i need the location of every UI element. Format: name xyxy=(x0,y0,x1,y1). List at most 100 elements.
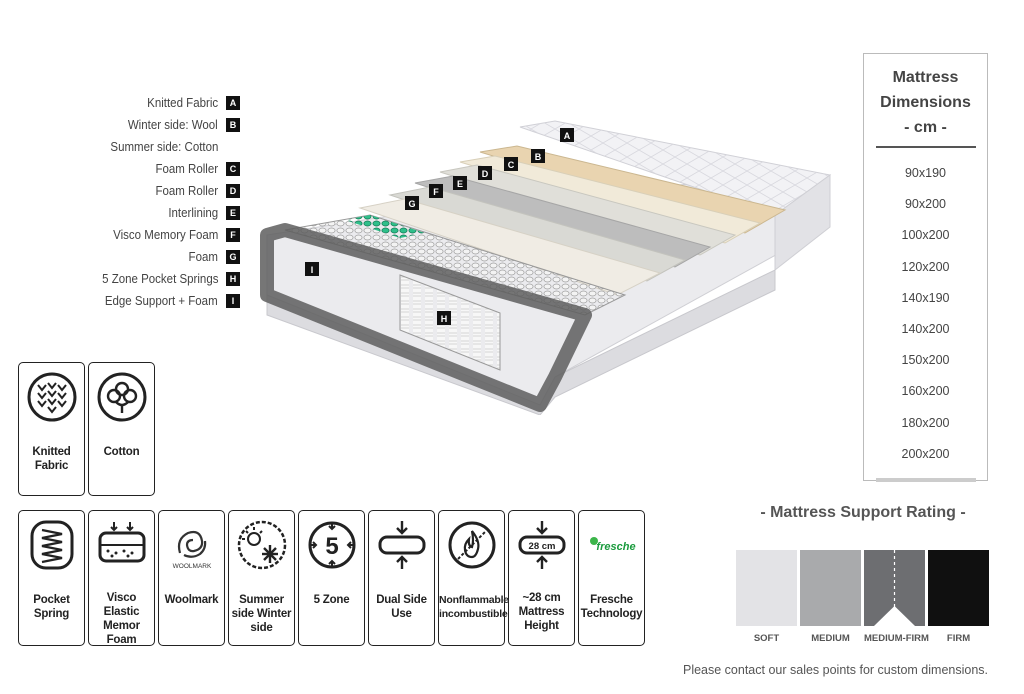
pocket-spring-icon xyxy=(30,520,73,570)
knitted-fabric-icon xyxy=(27,372,76,422)
feature-card-five-zone: 5 5 Zone xyxy=(298,510,365,646)
feature-label: Pocket Spring xyxy=(33,594,70,620)
dimension-item: 120x200 xyxy=(901,259,950,274)
support-label-soft: SOFT xyxy=(753,633,780,644)
layer-label: Summer side: Cotton xyxy=(109,140,218,154)
support-swatch-medium xyxy=(800,550,861,626)
feature-label: Nonflammable, incombustible xyxy=(439,594,512,620)
layer-letter-badge: D xyxy=(226,184,240,198)
support-label-firm: FIRM xyxy=(946,633,971,644)
layer-label: 5 Zone Pocket Springs xyxy=(101,272,218,286)
layer-letter-badge: A xyxy=(226,96,240,110)
feature-card-summer-winter: Summer side Winter side xyxy=(228,510,295,646)
diagram-marker-b: B xyxy=(531,149,545,163)
layer-label: Foam xyxy=(188,250,218,264)
support-rating-title: - Mattress Support Rating - xyxy=(760,504,966,521)
dimensions-divider xyxy=(875,146,976,148)
layer-label: Winter side: Wool xyxy=(128,118,218,132)
layer-letter-badge: G xyxy=(226,250,240,264)
dimension-item: 200x200 xyxy=(901,446,950,461)
layer-label: Interlining xyxy=(168,206,218,220)
layer-row-g: Foam G xyxy=(0,246,240,268)
feature-label: Summer side Winter side xyxy=(231,594,292,634)
layer-row-c: Foam Roller C xyxy=(0,158,240,180)
diagram-letter-d: D xyxy=(482,169,489,179)
woolmark-icon: WOOLMARK xyxy=(172,530,211,570)
feature-card-woolmark: WOOLMARK Woolmark xyxy=(158,510,225,646)
layer-row-b-summer: Summer side: Cotton xyxy=(0,136,240,158)
layer-row-h: 5 Zone Pocket Springs H xyxy=(0,268,240,290)
layer-letter-badge: E xyxy=(226,206,240,220)
layer-label: Foam Roller xyxy=(155,162,218,176)
support-label-medium: MEDIUM xyxy=(811,633,850,644)
feature-label: Woolmark xyxy=(164,594,219,606)
woolmark-wordmark: WOOLMARK xyxy=(172,563,211,570)
feature-card-pocket-spring: Pocket Spring xyxy=(18,510,85,646)
layer-letter-badge: H xyxy=(226,272,240,286)
feature-card-dual-side: Dual Side Use xyxy=(368,510,435,646)
mattress-dimensions-panel: Mattress Dimensions - cm - 90x190 90x200… xyxy=(863,53,988,482)
diagram-letter-f: F xyxy=(433,187,439,197)
diagram-marker-g: G xyxy=(405,196,419,210)
feature-card-fresche: fresche Fresche Technology xyxy=(578,510,645,646)
feature-card-height: 28 cm ~28 cm Mattress Height xyxy=(508,510,575,646)
diagram-letter-g: G xyxy=(408,199,415,209)
feature-card-nonflammable: Nonflammable, incombustible xyxy=(438,510,512,646)
layer-label: Edge Support + Foam xyxy=(105,294,218,308)
dimensions-title-line: Mattress xyxy=(892,69,959,86)
feature-label: Visco Elastic Memor Foam xyxy=(103,592,140,646)
diagram-marker-c: C xyxy=(504,157,518,171)
dimension-item: 90x190 xyxy=(904,166,946,180)
five-zone-number: 5 xyxy=(325,533,338,560)
layer-label: Foam Roller xyxy=(155,184,218,198)
layer-letter-badge: B xyxy=(226,118,240,132)
layer-row-f: Visco Memory Foam F xyxy=(0,224,240,246)
layer-row-d: Foam Roller D xyxy=(0,180,240,202)
support-rating-scale: SOFT MEDIUM MEDIUM-FIRM FIRM xyxy=(736,550,989,650)
feature-label: Dual Side Use xyxy=(376,594,427,620)
custom-dimensions-note: Please contact our sales points for cust… xyxy=(682,663,988,677)
diagram-marker-a: A xyxy=(560,128,574,142)
dimensions-unit: - cm - xyxy=(904,119,947,136)
dimension-item: 90x200 xyxy=(904,197,946,212)
layer-row-e: Interlining E xyxy=(0,202,240,224)
layer-letter-badge: F xyxy=(226,228,240,242)
mattress-cross-section-illustration: A B C D E F G H I xyxy=(260,120,832,415)
dimension-item: 160x200 xyxy=(901,384,950,399)
diagram-letter-i: I xyxy=(311,265,314,275)
feature-card-cotton: Cotton xyxy=(88,362,155,496)
selected-marker-icon xyxy=(874,550,915,626)
diagram-marker-e: E xyxy=(453,176,467,190)
feature-label: ~28 cm Mattress Height xyxy=(518,592,565,632)
dual-side-icon xyxy=(378,521,425,569)
feature-label: Knitted Fabric xyxy=(32,446,71,472)
diagram-marker-h: H xyxy=(437,311,451,325)
dimensions-title-line: Dimensions xyxy=(880,94,971,111)
feature-card-memory-foam: Visco Elastic Memor Foam xyxy=(88,510,155,646)
diagram-marker-d: D xyxy=(478,166,492,180)
support-swatch-soft xyxy=(736,550,797,626)
support-label-medium-firm: MEDIUM-FIRM xyxy=(864,633,929,644)
fresche-logo-icon: fresche xyxy=(587,537,636,553)
fresche-wordmark: fresche xyxy=(596,541,635,553)
diagram-letter-e: E xyxy=(457,179,463,189)
feature-label: 5 Zone xyxy=(313,594,350,606)
dimensions-bottom-bar xyxy=(876,478,976,482)
diagram-marker-f: F xyxy=(429,184,443,198)
layer-row-a: Knitted Fabric A xyxy=(0,92,240,114)
diagram-letter-a: A xyxy=(564,131,571,141)
height-icon: 28 cm xyxy=(518,521,565,569)
layer-letter-spacer xyxy=(226,140,240,154)
five-zone-icon: 5 xyxy=(308,521,355,569)
flame-crossed-icon xyxy=(448,521,495,569)
dimension-item: 150x200 xyxy=(901,353,950,368)
feature-label: Cotton xyxy=(103,446,140,458)
memory-foam-icon xyxy=(98,522,145,563)
dimension-item: 140x200 xyxy=(901,321,950,336)
sun-snowflake-icon xyxy=(237,520,286,570)
layer-row-b: Winter side: Wool B xyxy=(0,114,240,136)
dimensions-title: Mattress Dimensions - cm - xyxy=(864,65,987,140)
dimension-item: 100x200 xyxy=(901,228,950,243)
layer-letter-badge: I xyxy=(226,294,240,308)
cotton-icon xyxy=(97,372,146,422)
